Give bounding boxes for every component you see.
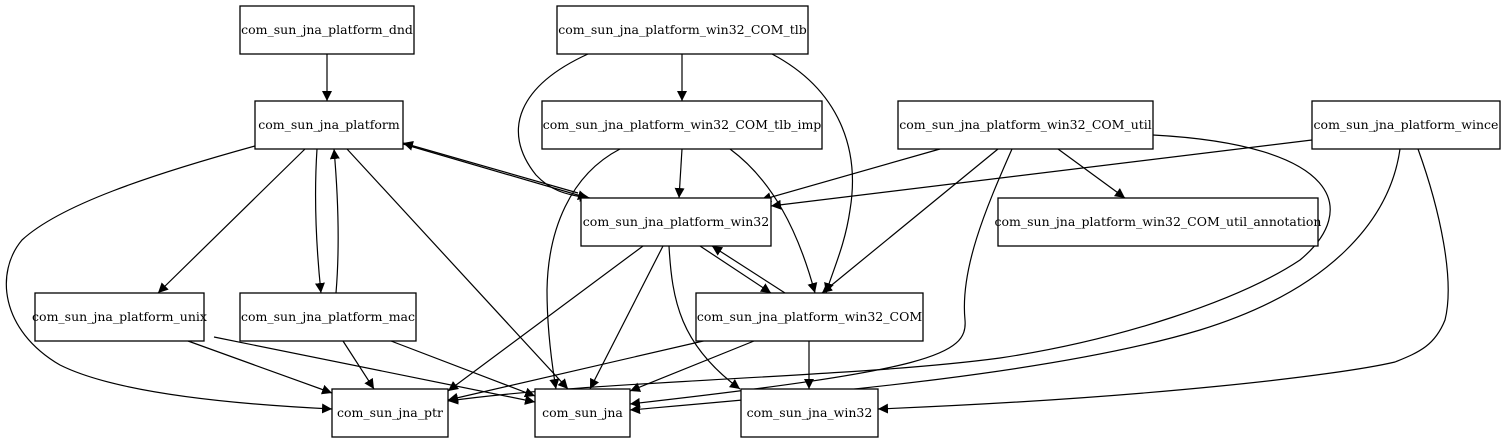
node-box xyxy=(534,388,631,438)
node-box xyxy=(331,388,449,438)
node-mac[interactable]: com_sun_jna_platform_mac xyxy=(239,292,417,342)
node-box xyxy=(239,5,415,55)
node-tlb-imp[interactable]: com_sun_jna_platform_win32_COM_tlb_imp xyxy=(541,100,823,150)
edge-mac-to-jna xyxy=(390,340,536,398)
edge-tlb_imp-to-com xyxy=(729,148,818,294)
node-label: com_sun_jna_platform_win32_COM_tlb_imp xyxy=(543,117,822,132)
node-wince[interactable]: com_sun_jna_platform_wince xyxy=(1311,100,1501,150)
edge-win32-to-jna_win32 xyxy=(668,245,741,390)
edge-com_util-to-util_annotation xyxy=(1057,148,1126,199)
edge-mac-to-platform xyxy=(329,148,340,294)
edge-tlb_imp-to-win32 xyxy=(674,148,685,199)
node-com[interactable]: com_sun_jna_platform_win32_COM xyxy=(695,292,924,342)
node-label: com_sun_jna xyxy=(542,405,623,420)
edge-com-to-win32 xyxy=(711,245,786,294)
node-box xyxy=(740,388,879,438)
node-jna-win32[interactable]: com_sun_jna_win32 xyxy=(740,388,879,438)
node-label: com_sun_jna_platform_dnd xyxy=(241,22,413,37)
node-label: com_sun_jna_platform_win32_COM_tlb xyxy=(558,22,807,37)
node-box xyxy=(541,100,823,150)
node-label: com_sun_jna_win32 xyxy=(747,405,873,420)
node-box xyxy=(239,292,417,342)
node-label: com_sun_jna_platform_win32 xyxy=(583,214,769,229)
node-box xyxy=(897,100,1154,150)
edge-com-to-jna xyxy=(629,340,755,392)
node-unix[interactable]: com_sun_jna_platform_unix xyxy=(32,292,207,342)
node-win32[interactable]: com_sun_jna_platform_win32 xyxy=(580,197,772,247)
node-dnd[interactable]: com_sun_jna_platform_dnd xyxy=(239,5,415,55)
edge-unix-to-jna xyxy=(213,336,536,405)
node-ptr[interactable]: com_sun_jna_ptr xyxy=(331,388,449,438)
edge-com-to-ptr xyxy=(447,338,713,403)
edge-platform-to-jna xyxy=(346,148,569,390)
node-box xyxy=(997,197,1319,247)
edge-com_util-to-jna xyxy=(629,148,1013,408)
edge-com_util-to-win32 xyxy=(760,148,941,203)
edge-com_util-to-ptr xyxy=(447,134,1331,405)
edge-unix-to-ptr xyxy=(187,340,333,395)
edge-tlb-to-com xyxy=(771,53,853,294)
edge-win32-to-jna xyxy=(589,245,664,390)
node-label: com_sun_jna_ptr xyxy=(337,405,443,420)
node-box xyxy=(1311,100,1501,150)
node-box xyxy=(556,5,809,55)
node-label: com_sun_jna_platform_mac xyxy=(241,309,415,324)
edge-win32-to-ptr xyxy=(447,245,644,392)
nodes-layer: com_sun_jna_platform_dnd com_sun_jna_plat… xyxy=(32,5,1501,438)
edge-wince-to-win32 xyxy=(770,139,1313,210)
node-jna[interactable]: com_sun_jna xyxy=(534,388,631,438)
node-com-util[interactable]: com_sun_jna_platform_win32_COM_util xyxy=(897,100,1154,150)
node-label: com_sun_jna_platform_unix xyxy=(32,309,207,324)
node-label: com_sun_jna_platform_win32_COM xyxy=(697,309,922,324)
edge-win32-to-com xyxy=(699,245,772,294)
edge-platform-to-unix xyxy=(157,148,306,294)
edge-wince-to-jna_win32 xyxy=(877,148,1449,414)
node-box xyxy=(695,292,924,342)
edge-tlb_imp-to-jna xyxy=(546,148,621,390)
node-box xyxy=(254,100,404,150)
edges-layer xyxy=(5,53,1449,415)
node-util-annotation[interactable]: com_sun_jna_platform_win32_COM_util_anno… xyxy=(995,197,1322,247)
node-label: com_sun_jna_platform xyxy=(258,117,400,132)
node-platform[interactable]: com_sun_jna_platform xyxy=(254,100,404,150)
node-label: com_sun_jna_platform_win32_COM_util xyxy=(899,117,1152,132)
node-label: com_sun_jna_platform_wince xyxy=(1314,117,1499,132)
node-label: com_sun_jna_platform_win32_COM_util_anno… xyxy=(995,214,1322,229)
node-box xyxy=(580,197,772,247)
edge-platform-to-ptr xyxy=(5,145,333,414)
node-box xyxy=(34,292,205,342)
edge-wince-to-jna xyxy=(629,148,1401,415)
edge-com_util-to-com xyxy=(821,148,999,294)
edge-platform-to-win32 xyxy=(402,143,589,200)
edge-tlb-to-win32 xyxy=(517,53,591,202)
edge-platform-to-mac xyxy=(314,148,325,294)
edge-win32-to-platform xyxy=(402,140,579,194)
node-tlb[interactable]: com_sun_jna_platform_win32_COM_tlb xyxy=(556,5,809,55)
edge-mac-to-ptr xyxy=(342,340,375,390)
